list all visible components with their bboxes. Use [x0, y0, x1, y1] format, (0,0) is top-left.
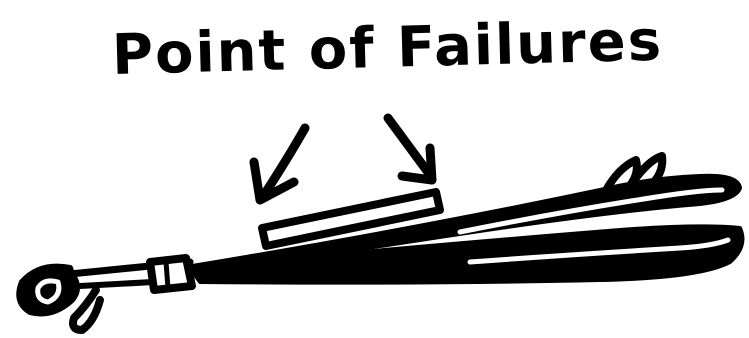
joint-knot	[150, 258, 192, 290]
joint-knot-detail	[166, 262, 168, 288]
right-arrow-icon	[388, 118, 432, 180]
handle-loop	[19, 267, 77, 314]
left-arrow-icon	[254, 128, 305, 200]
broken-tool-sketch	[19, 156, 742, 330]
